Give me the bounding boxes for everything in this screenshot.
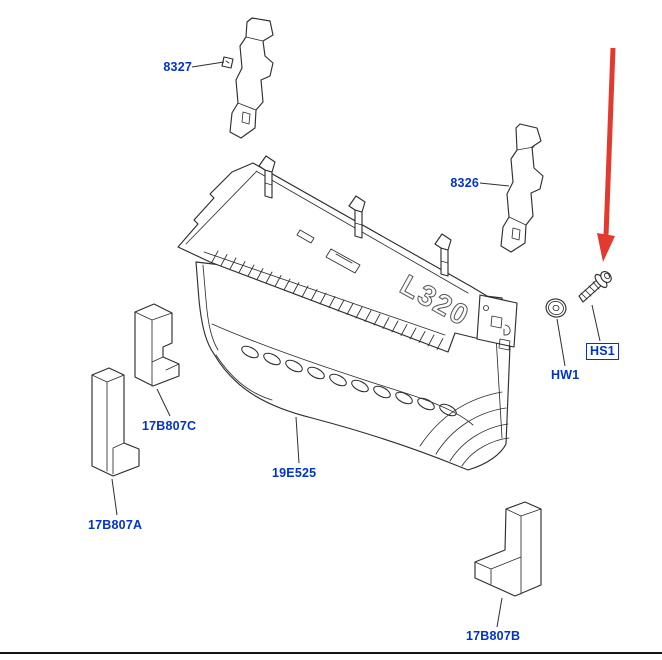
leader-line-17b807b (496, 597, 503, 628)
red-pointer-arrow (597, 47, 616, 262)
top-clip-3 (434, 233, 452, 277)
screw-threads (580, 281, 600, 300)
bracket-8327-fastener (221, 56, 234, 69)
part-label-17b807b[interactable]: 17B807B (466, 629, 521, 643)
upper-panel-left-inner-line (185, 171, 257, 245)
part-17b807c-foam-block (134, 303, 180, 387)
screw-head-drive (604, 272, 610, 280)
top-clip-2 (348, 195, 366, 239)
hatch-strip-top-edge (203, 251, 446, 336)
part-17b807b-foam-block (474, 501, 542, 597)
part-19e525-side-bracket (476, 294, 518, 351)
deflector-vent-slots (241, 345, 457, 417)
part-label-8326[interactable]: 8326 (450, 176, 479, 190)
part-label-hw1[interactable]: HW1 (551, 368, 580, 382)
leader-line-hs1 (591, 304, 601, 342)
part-17b807a-foam-block (91, 367, 140, 477)
part-8326-bracket (500, 123, 544, 253)
leader-lines (111, 61, 601, 628)
leader-line-19e525 (295, 416, 300, 464)
deflector-fold-line (211, 323, 474, 426)
leader-line-hw1 (556, 318, 566, 367)
part-8327-bracket (221, 17, 274, 139)
upper-panel-small-recess (296, 229, 315, 244)
part-label-hs1[interactable]: HS1 (586, 343, 619, 360)
leader-line-8327 (191, 61, 225, 68)
part-label-17b807c[interactable]: 17B807C (142, 419, 197, 433)
upper-panel-slot-inner (335, 253, 353, 264)
top-clip-1 (258, 155, 276, 199)
hs1-screw (578, 270, 612, 303)
hatch-strip-ticks (211, 250, 444, 350)
upper-panel-slot (325, 248, 361, 274)
leader-line-8326 (479, 182, 510, 187)
part-19e525-air-deflector: L320 (177, 155, 518, 471)
leader-line-17b807c (156, 388, 171, 417)
part-label-8327[interactable]: 8327 (163, 60, 192, 74)
part-label-19e525[interactable]: 19E525 (272, 466, 317, 480)
deflector-scoop-vanes (419, 391, 510, 467)
hw1-washer (545, 298, 567, 318)
deflector-lip-line (215, 354, 273, 401)
part-label-17b807a[interactable]: 17B807A (88, 518, 143, 532)
leader-line-17b807a (111, 478, 118, 516)
deflector-left-rib (202, 264, 219, 351)
